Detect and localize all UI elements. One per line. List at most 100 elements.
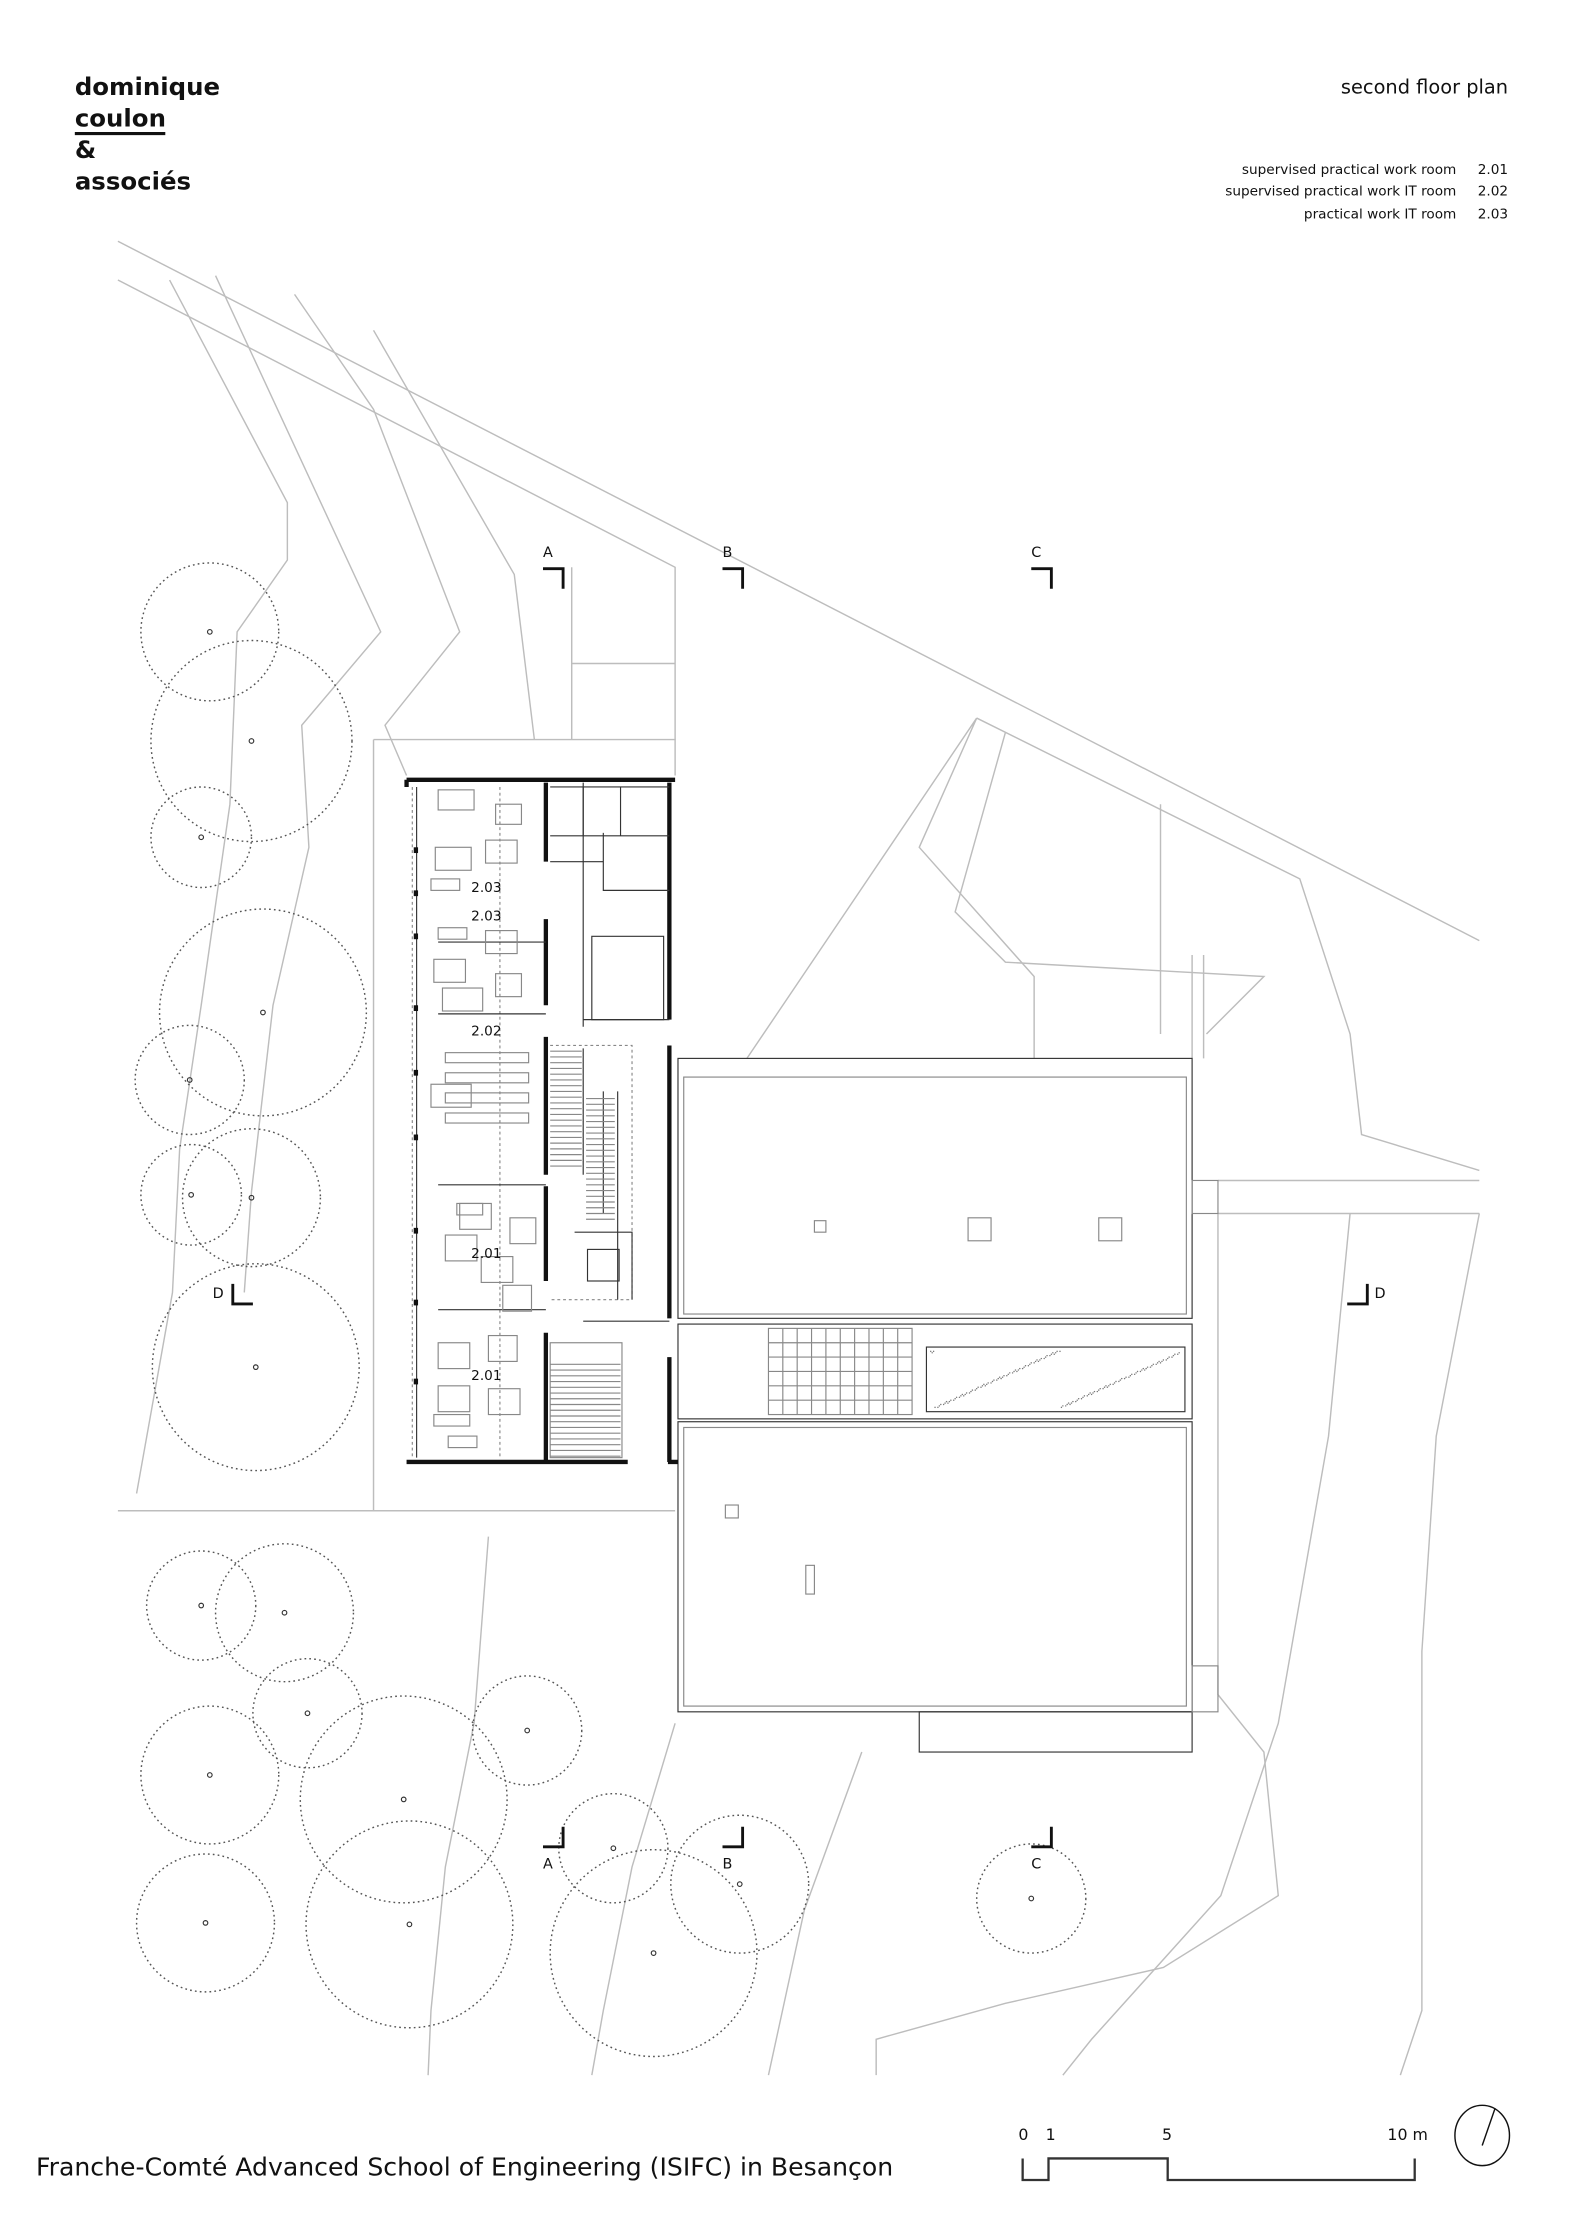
tree-canopy xyxy=(214,1543,355,1683)
logo-line-1: dominique xyxy=(75,72,220,101)
tree-trunk xyxy=(252,1364,259,1371)
section-label-b-bottom: B xyxy=(723,1856,733,1872)
tree-trunk xyxy=(304,1710,311,1717)
tree-trunk xyxy=(650,1950,657,1956)
legend-label: supervised practical work IT room xyxy=(1225,183,1456,199)
section-label-a-top: A xyxy=(543,545,553,561)
table xyxy=(502,1284,533,1312)
table xyxy=(447,1435,478,1449)
tree-trunk xyxy=(400,1796,407,1803)
tree-canopy xyxy=(135,1853,276,1993)
table xyxy=(433,958,467,983)
tree-trunk xyxy=(736,1881,743,1888)
room-label: 2.01 xyxy=(471,1368,501,1384)
room-legend: supervised practical work room 2.01 supe… xyxy=(1225,162,1508,223)
table xyxy=(484,930,518,955)
table xyxy=(430,1083,472,1108)
table xyxy=(480,1256,514,1284)
table xyxy=(459,1202,492,1230)
tree-canopy xyxy=(549,1848,758,2058)
desk-row xyxy=(444,1092,530,1104)
tree-trunk xyxy=(202,1920,209,1926)
room-label: 2.03 xyxy=(471,880,501,896)
desk-row xyxy=(444,1052,530,1064)
legend-code: 2.03 xyxy=(1478,206,1508,222)
tree-canopy xyxy=(471,1675,583,1786)
desk-row xyxy=(444,1112,530,1124)
legend-code: 2.02 xyxy=(1478,183,1508,199)
tree-canopy xyxy=(975,1843,1087,1954)
tree-canopy xyxy=(145,1550,257,1661)
table xyxy=(433,1413,471,1427)
tree-trunk xyxy=(198,1602,205,1609)
site-contours xyxy=(117,240,1481,2076)
tree-canopy xyxy=(670,1814,810,1954)
table xyxy=(434,846,472,871)
section-markers: A B C D D A B C xyxy=(213,545,1386,1872)
tree-canopy xyxy=(150,639,353,843)
scale-bar: 0 1 5 10 m xyxy=(1018,2125,1428,2182)
tree-canopy xyxy=(140,1143,243,1246)
tree-trunk xyxy=(206,629,213,635)
table xyxy=(495,973,523,998)
tree-trunk xyxy=(524,1727,531,1734)
tree-trunk xyxy=(198,834,205,841)
table xyxy=(495,803,523,825)
lower-building-roof xyxy=(677,1057,1219,1753)
room-label: 2.03 xyxy=(471,909,501,925)
project-title: Franche-Comté Advanced School of Enginee… xyxy=(36,2153,893,2182)
legend-label: supervised practical work room xyxy=(1242,162,1456,178)
tree-trunk xyxy=(248,738,255,744)
scale-label-1: 1 xyxy=(1046,2125,1056,2144)
elevator xyxy=(586,1248,620,1282)
tree-canopy xyxy=(299,1695,508,1904)
logo-line-4: associés xyxy=(75,167,191,196)
tree-trunk xyxy=(610,1845,617,1852)
table xyxy=(487,1334,518,1362)
tree-canopy xyxy=(252,1657,363,1769)
section-label-d-right: D xyxy=(1374,1286,1385,1302)
legend-code: 2.01 xyxy=(1478,162,1508,178)
scale-label-5: 5 xyxy=(1162,2125,1172,2144)
tree-trunk xyxy=(406,1921,413,1928)
table xyxy=(456,1202,484,1216)
tree-canopy xyxy=(558,1792,669,1904)
table xyxy=(437,789,475,811)
tree-trunk xyxy=(260,1009,266,1016)
tree-trunk xyxy=(188,1191,195,1198)
legend-label: practical work IT room xyxy=(1304,206,1456,222)
trees xyxy=(134,562,1087,2058)
logo-line-2: coulon xyxy=(75,103,166,132)
table xyxy=(509,1217,537,1245)
tree-canopy xyxy=(181,1128,322,1268)
desk-row xyxy=(444,1072,530,1084)
plan-title: second floor plan xyxy=(1341,75,1508,98)
tree-canopy xyxy=(151,1263,360,1472)
section-label-c-bottom: C xyxy=(1031,1856,1041,1872)
gravel-bed xyxy=(925,1346,1186,1413)
table xyxy=(437,1385,471,1413)
logo: dominique coulon & associés xyxy=(75,72,220,196)
table xyxy=(484,839,518,864)
tree-canopy xyxy=(134,1024,246,1136)
section-label-a-bottom: A xyxy=(543,1856,553,1872)
tree-trunk xyxy=(186,1077,193,1083)
tree-canopy xyxy=(140,562,280,702)
scale-label-10: 10 m xyxy=(1387,2125,1427,2144)
logo-line-3: & xyxy=(75,135,96,164)
table xyxy=(437,927,468,940)
tree-canopy xyxy=(140,1705,280,1845)
building-plan xyxy=(404,777,678,1465)
table xyxy=(430,878,461,891)
north-arrow-icon xyxy=(1454,2104,1511,2167)
tree-canopy xyxy=(305,1820,514,2029)
table xyxy=(487,1388,521,1416)
table xyxy=(441,987,484,1012)
table xyxy=(444,1234,478,1262)
table xyxy=(437,1342,471,1370)
section-label-d-left: D xyxy=(213,1286,224,1302)
tree-canopy xyxy=(150,786,253,889)
tree-trunk xyxy=(1028,1895,1035,1902)
room-label: 2.02 xyxy=(471,1023,501,1039)
